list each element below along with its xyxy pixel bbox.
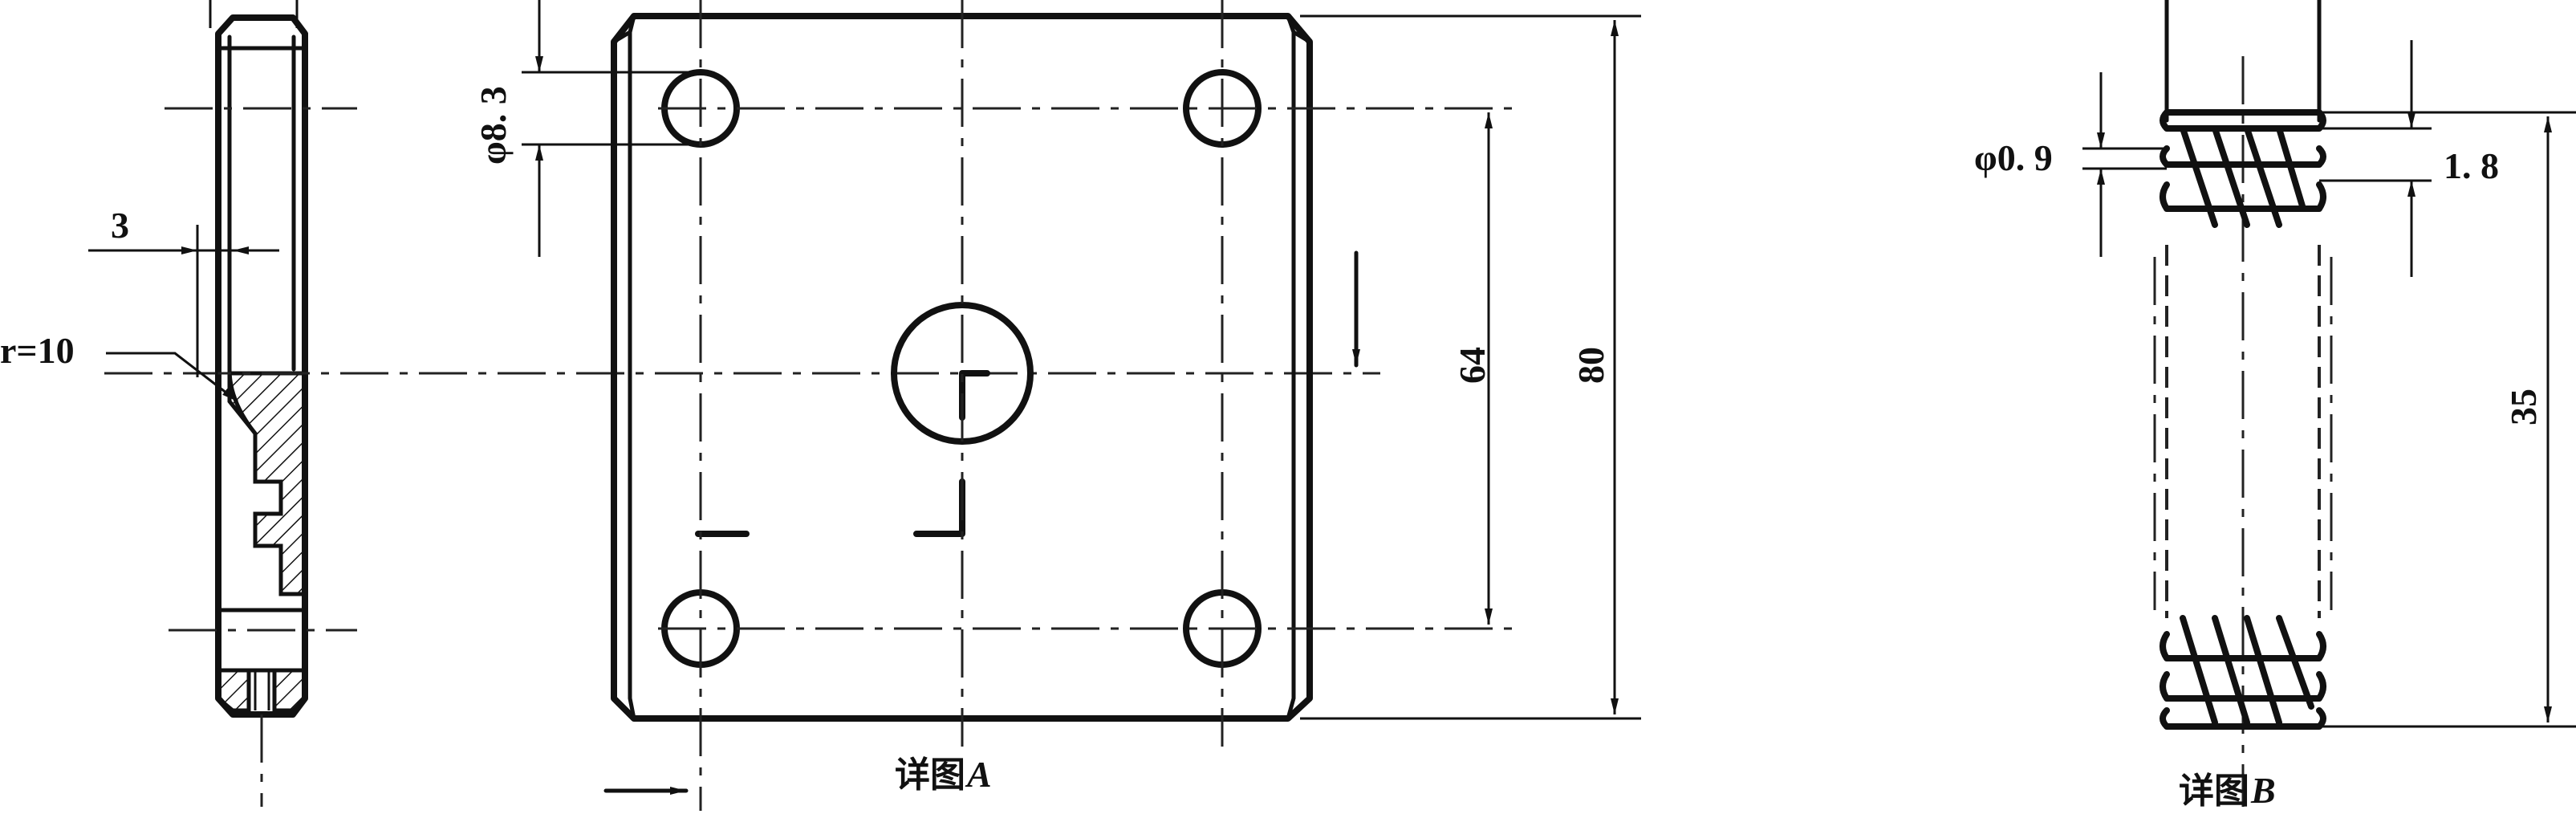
hole-dia-label: φ8. 3 [473, 86, 514, 165]
radius-label: r=10 [0, 330, 75, 371]
center-hole-mark [959, 370, 990, 421]
detail-a-caption: 详图 [895, 755, 965, 796]
detail-b-caption: 详图 [2179, 771, 2249, 812]
detail-a-caption-letter: A [965, 754, 992, 795]
dim-80-label: 80 [1570, 347, 1611, 384]
wire-dia-label: φ0. 9 [1974, 137, 2053, 178]
section-hatch-lower-right [272, 668, 307, 713]
spring-coils-bottom [2160, 615, 2326, 730]
detail-b-caption-letter: B [2250, 770, 2276, 811]
thickness-label: 3 [111, 205, 129, 246]
detail-a-plate-view: φ8. 3 64 80 详图 A [473, 0, 1641, 811]
pitch-label: 1. 8 [2444, 145, 2499, 186]
plate-inner-outline [611, 14, 1312, 721]
radius-leader [106, 352, 238, 403]
length-label: 35 [2503, 389, 2544, 425]
section-mark-center [913, 478, 965, 537]
side-section-view: 3 r=10 [0, 0, 1380, 807]
dim-64-label: 64 [1452, 347, 1493, 384]
section-hatch [227, 371, 307, 596]
section-hatch-lower [216, 668, 251, 713]
detail-b-spring-view: φ0. 9 1. 8 35 详图 B [1974, 0, 2576, 812]
